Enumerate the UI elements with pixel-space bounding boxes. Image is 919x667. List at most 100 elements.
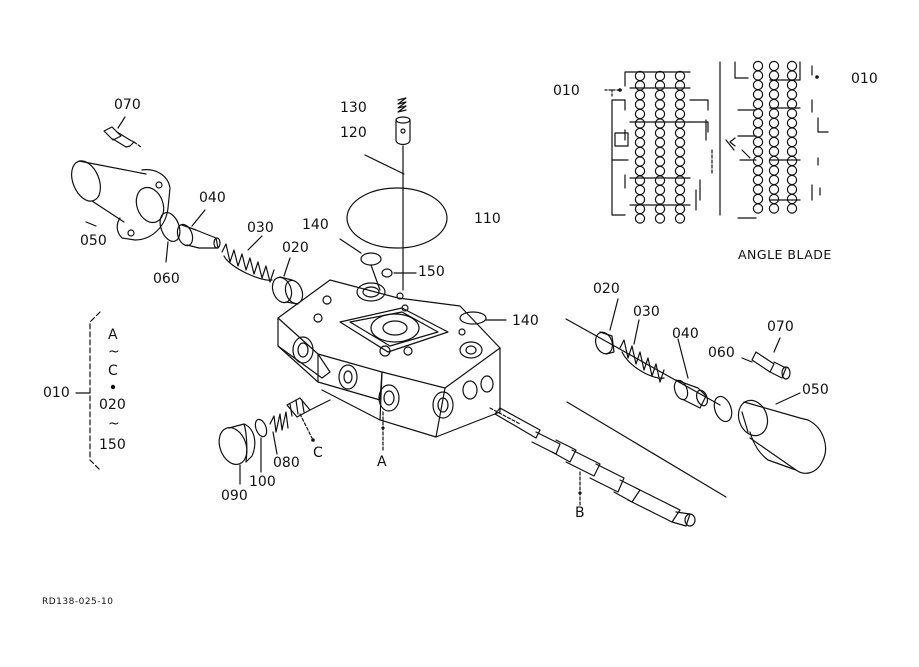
inset-ball bbox=[787, 147, 796, 156]
mark-a: A bbox=[377, 454, 387, 470]
ring-150 bbox=[382, 269, 392, 277]
label-040-left: 040 bbox=[199, 190, 226, 206]
inset-ball bbox=[753, 204, 762, 213]
inset-ball bbox=[655, 138, 664, 147]
label-070-right: 070 bbox=[767, 319, 794, 335]
inset-ball bbox=[675, 204, 684, 213]
inset-ball bbox=[655, 176, 664, 185]
inset-spool-section-right bbox=[726, 62, 828, 218]
inset-ball bbox=[655, 204, 664, 213]
o-ring-140-upper bbox=[361, 253, 381, 265]
range-tilde-2: ~ bbox=[108, 416, 120, 432]
inset-ball bbox=[753, 166, 762, 175]
inset-ball bbox=[753, 156, 762, 165]
inset-ball bbox=[655, 81, 664, 90]
bolt-070-left bbox=[104, 127, 141, 147]
label-090: 090 bbox=[221, 488, 248, 504]
inset-ball bbox=[769, 204, 778, 213]
inset-ball bbox=[753, 80, 762, 89]
label-080: 080 bbox=[273, 455, 300, 471]
label-030-left: 030 bbox=[247, 220, 274, 236]
label-110: 110 bbox=[474, 211, 501, 227]
inset-ball bbox=[769, 175, 778, 184]
label-060-right: 060 bbox=[708, 345, 735, 361]
o-ring-100 bbox=[253, 418, 269, 438]
label-150: 150 bbox=[418, 264, 445, 280]
inset-ball bbox=[753, 147, 762, 156]
inset-ball bbox=[635, 147, 644, 156]
range-a: A bbox=[108, 327, 118, 343]
inset-ball bbox=[753, 99, 762, 108]
spring-030-right bbox=[620, 340, 664, 382]
label-140-right: 140 bbox=[512, 313, 539, 329]
inset-ball bbox=[769, 156, 778, 165]
inset-ball bbox=[635, 109, 644, 118]
inset-ball bbox=[753, 128, 762, 137]
inset-ball bbox=[753, 71, 762, 80]
cap-050-left bbox=[66, 157, 170, 240]
inset-ball bbox=[769, 80, 778, 89]
inset-ball bbox=[787, 204, 796, 213]
inset-ball bbox=[635, 214, 644, 223]
bolt-070-right bbox=[752, 352, 790, 379]
inset-ball bbox=[655, 100, 664, 109]
inset-ball bbox=[655, 71, 664, 80]
ball-120 bbox=[396, 117, 410, 145]
range-150: 150 bbox=[99, 437, 126, 453]
inset-ball bbox=[787, 71, 796, 80]
label-030-right: 030 bbox=[633, 304, 660, 320]
range-c: C bbox=[108, 363, 118, 379]
inset-ball bbox=[655, 109, 664, 118]
inset-ball bbox=[753, 194, 762, 203]
inset-ball bbox=[769, 137, 778, 146]
inset-ball-grid-right bbox=[753, 61, 796, 213]
inset-ball bbox=[675, 81, 684, 90]
inset-ball bbox=[635, 204, 644, 213]
inset-ball bbox=[769, 118, 778, 127]
spring-030-left bbox=[222, 244, 274, 282]
inset-ball bbox=[655, 157, 664, 166]
inset-ball bbox=[635, 157, 644, 166]
inset-ball bbox=[787, 128, 796, 137]
inset-ball bbox=[753, 185, 762, 194]
o-ring-110 bbox=[347, 188, 447, 248]
label-140-upper: 140 bbox=[302, 217, 329, 233]
inset-ball bbox=[675, 71, 684, 80]
inset-ball bbox=[655, 195, 664, 204]
inset-ball bbox=[655, 119, 664, 128]
inset-ball bbox=[635, 176, 644, 185]
range-tilde-1: ~ bbox=[108, 344, 120, 360]
label-040-right: 040 bbox=[672, 326, 699, 342]
inset-ball bbox=[675, 176, 684, 185]
inset-ball bbox=[675, 128, 684, 137]
inset-ball bbox=[655, 90, 664, 99]
inset-ball bbox=[769, 109, 778, 118]
spool-b bbox=[495, 408, 695, 526]
inset-ball bbox=[753, 90, 762, 99]
angle-blade-label: ANGLE BLADE bbox=[738, 247, 832, 262]
inset-ball bbox=[787, 194, 796, 203]
inset-ball bbox=[769, 61, 778, 70]
inset-ball bbox=[675, 157, 684, 166]
inset-ball bbox=[655, 128, 664, 137]
label-010-side: 010 bbox=[43, 385, 70, 401]
inset-ball bbox=[675, 90, 684, 99]
inset-ball bbox=[769, 99, 778, 108]
plunger-040-right bbox=[672, 379, 709, 408]
inset-ball bbox=[787, 185, 796, 194]
inset-ball bbox=[675, 166, 684, 175]
inset-ball bbox=[675, 119, 684, 128]
inset-ball bbox=[635, 119, 644, 128]
label-010-inset-left: 010 bbox=[553, 83, 580, 99]
inset-ball bbox=[769, 194, 778, 203]
label-120: 120 bbox=[340, 125, 367, 141]
label-100: 100 bbox=[249, 474, 276, 490]
inset-ball bbox=[787, 156, 796, 165]
inset-ball bbox=[635, 128, 644, 137]
o-ring-060-left bbox=[156, 210, 183, 244]
inset-ball bbox=[769, 90, 778, 99]
inset-ball bbox=[753, 118, 762, 127]
inset-ball bbox=[753, 61, 762, 70]
inset-ball bbox=[787, 61, 796, 70]
inset-ball bbox=[675, 214, 684, 223]
